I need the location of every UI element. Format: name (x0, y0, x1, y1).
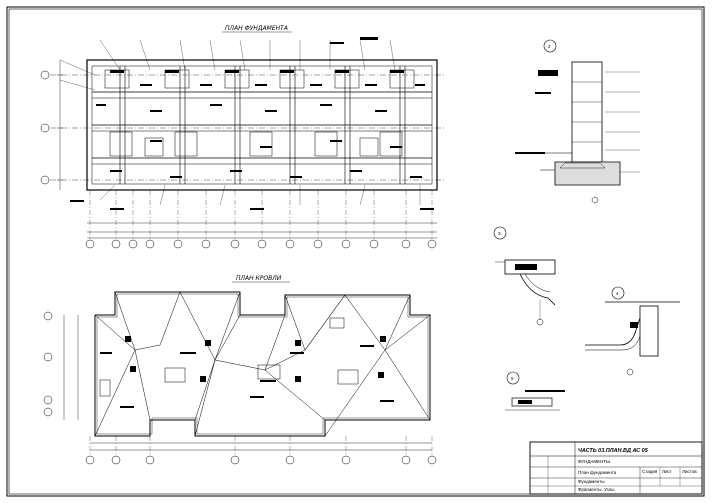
detail-2-marker: 2 (548, 44, 551, 49)
detail-4-marker: 4 (616, 291, 619, 296)
sheet-inner-frame (8, 8, 703, 495)
detail-5-marker: 5 (511, 376, 514, 381)
roof-outline (94, 291, 431, 437)
title-block-stage: Стадия (642, 469, 658, 474)
title-block-row4: Фрагменты. Узлы (578, 487, 614, 492)
title-block-project: ЧАСТЬ 03.ПЛАН.ВД АС 05 (578, 448, 649, 454)
detail-3-eave: 3 (493, 226, 556, 326)
detail-3-marker: 3 (498, 231, 501, 236)
foundation-plan: ПЛАН ФУНДАМЕНТА (40, 25, 445, 249)
title-block-sheet: Лист (662, 469, 672, 474)
title-block-row1: ФУНДАМЕНТЫ (578, 459, 610, 464)
detail-5-node: 5 (505, 371, 565, 411)
title-block-sheets: Листов (682, 469, 697, 474)
title-block-row3: Фундаменты (578, 479, 605, 484)
sheet-outer-frame (6, 6, 705, 497)
detail-2-section: 2 (515, 39, 640, 204)
roof-plan: ПЛАН КРОВЛИ (43, 275, 437, 465)
roof-plan-title: ПЛАН КРОВЛИ (236, 275, 282, 282)
title-block: ЧАСТЬ 03.ПЛАН.ВД АС 05 ФУНДАМЕНТЫ План ф… (529, 441, 703, 495)
foundation-plan-title: ПЛАН ФУНДАМЕНТА (225, 25, 288, 32)
title-block-row2: План фундамента (578, 470, 617, 475)
detail-4-parapet: 4 (585, 286, 680, 376)
